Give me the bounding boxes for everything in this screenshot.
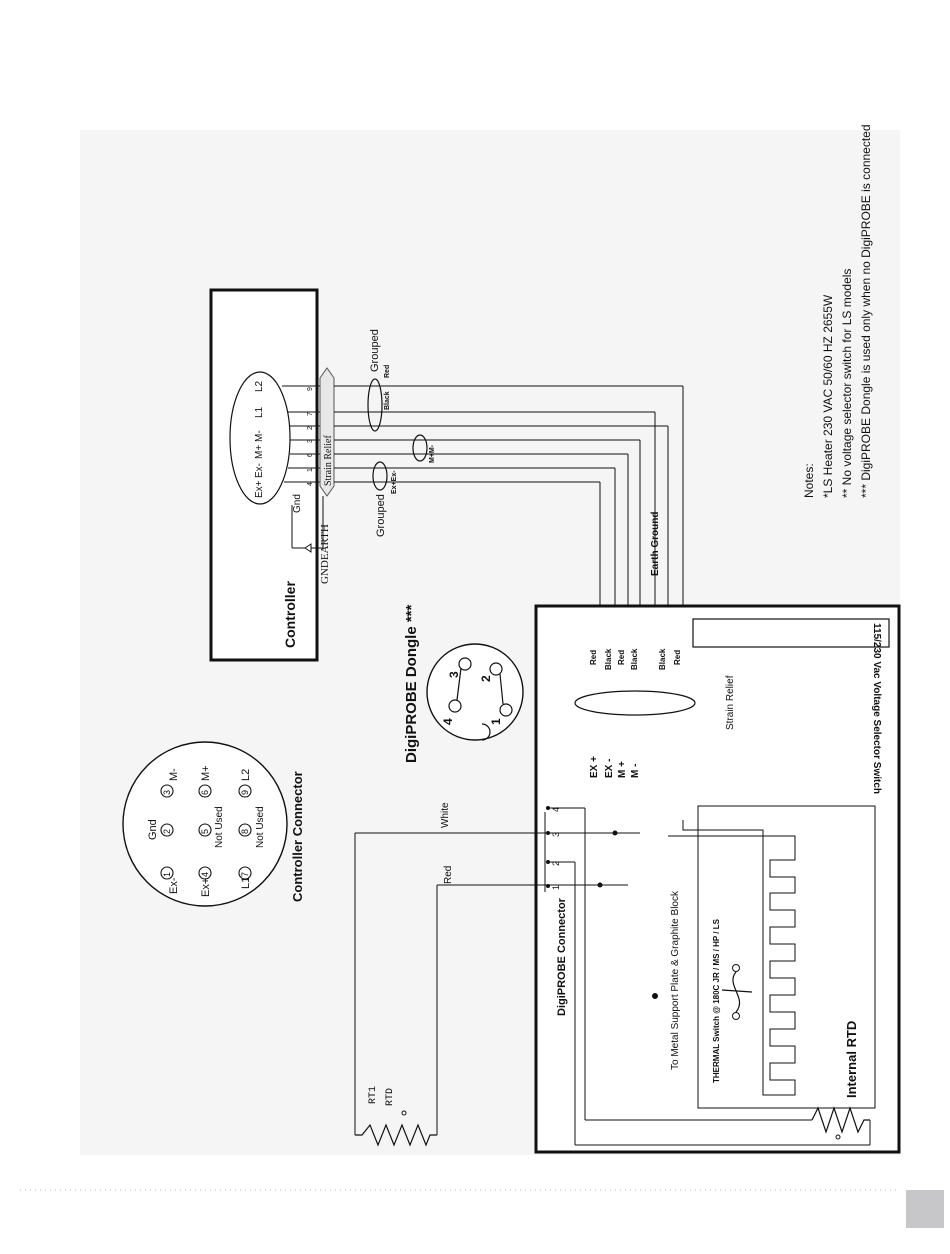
wire-color-label: Red — [589, 650, 598, 665]
wire-color-label: Black — [630, 648, 639, 670]
wire-color-label: Black — [658, 648, 667, 670]
grouped-top-label: Grouped — [369, 329, 381, 372]
box-strain-relief — [574, 690, 696, 716]
earth-ground-label: Earth Ground — [650, 512, 661, 576]
pin-number: 7 — [307, 412, 314, 416]
gnd-label: Gnd — [292, 494, 303, 513]
controller-strain-relief-label: Strain Relief — [323, 435, 334, 486]
terminal-l1: L1 — [254, 406, 265, 418]
rt1-label: RT1 — [368, 1086, 379, 1104]
connector-pin-label: Not Used — [214, 806, 225, 848]
connector-pin-label: L1 — [240, 877, 252, 889]
notes-title: Notes: — [802, 463, 816, 498]
digiprobe-pin: 1 — [551, 885, 561, 890]
box-wires — [354, 807, 871, 1146]
signal-label: M - — [630, 764, 641, 778]
connector-pin-label: M- — [168, 768, 180, 781]
m-pair-label: M+M- — [429, 444, 436, 463]
heater-element — [668, 820, 796, 1096]
dongle-title: DigiPROBE Dongle *** — [403, 604, 420, 763]
pin-number: 1 — [307, 468, 314, 472]
thermal-switch — [732, 971, 741, 1013]
voltage-selector-label: 115/230 Vac Voltage Selector Switch — [871, 623, 882, 794]
footer-page-tab — [906, 1190, 944, 1228]
notes-line-1: *LS Heater 230 VAC 50/60 HZ 2655W — [821, 294, 835, 498]
controller-title: Controller — [282, 581, 298, 648]
dongle-pin: 2 — [479, 675, 493, 682]
connector-pin-number: 2 — [162, 829, 172, 834]
ground-symbol — [304, 543, 312, 553]
terminal-ex-plus: Ex+ — [254, 480, 265, 498]
dongle-pin: 4 — [441, 718, 455, 725]
connector-pin-number: 8 — [240, 829, 250, 834]
connector-pin-number: 6 — [200, 790, 210, 795]
grouped-bottom-label: Grouped — [375, 494, 387, 537]
controller-terminal-block — [229, 371, 291, 505]
ex-pair-label: Ex+Ex- — [391, 470, 398, 494]
red-label: Red — [384, 365, 391, 378]
internal-rtd-resistor — [811, 1106, 870, 1134]
controller-connector-title: Controller Connector — [290, 771, 305, 902]
wire-color-label: Red — [617, 650, 626, 665]
white-wire-label: White — [440, 802, 451, 828]
grouped-loop-ex — [372, 461, 388, 491]
connector-pin-number: 5 — [200, 829, 210, 834]
wire-color-label: Red — [673, 650, 682, 665]
connector-pin-label: M+ — [200, 765, 212, 781]
internal-rtd-enclosure — [697, 805, 876, 1109]
internal-rtd-label: Internal RTD — [844, 1021, 859, 1098]
terminal-m-minus: M- — [254, 430, 265, 442]
connector-pin-number: 1 — [162, 872, 172, 877]
pin-number: 6 — [307, 453, 314, 457]
support-plate-label: To Metal Support Plate & Graphite Block — [670, 890, 681, 1070]
signal-label: M + — [617, 761, 628, 778]
connector-pin-label: Ex- — [168, 877, 180, 894]
controller-strain-relief — [319, 367, 335, 497]
pin-number: 3 — [307, 439, 314, 443]
grouped-loop-power — [367, 378, 383, 432]
connector-pin-number: 4 — [200, 872, 210, 877]
terminal-ex-minus: Ex- — [254, 463, 265, 478]
dongle-pin: 1 — [489, 718, 503, 725]
thermal-switch-label: THERMAL Switch @ 180C JR / MS / HP / LS — [712, 918, 721, 1083]
pin-number: 9 — [307, 387, 314, 391]
connector-pin-number: 7 — [240, 872, 250, 877]
terminal-m-plus: M+ — [254, 445, 265, 459]
digiprobe-pin: 2 — [551, 861, 561, 866]
wire-color-label: Black — [604, 648, 613, 670]
pin-number: 2 — [307, 426, 314, 430]
box-strain-relief-label: Strain Relief — [725, 675, 736, 730]
connector-pin-number: 3 — [162, 790, 172, 795]
notes-line-2: ** No voltage selector switch for LS mod… — [840, 269, 854, 498]
dongle-connector — [426, 643, 524, 741]
digiprobe-pin: 3 — [551, 832, 561, 837]
digiprobe-connector-label: DigiPROBE Connector — [556, 897, 568, 1016]
gnd-earth-label: GNDEARTH — [319, 524, 331, 584]
connector-pin-label: Not Used — [255, 806, 266, 848]
notes-line-3: *** DigiPROBE Dongle is used only when n… — [859, 124, 873, 498]
connector-pin-label: L2 — [240, 769, 252, 781]
signal-label: EX - — [604, 759, 615, 778]
connector-pin-number: 9 — [240, 790, 250, 795]
grouped-loop-m — [412, 434, 428, 462]
external-rtd-resistor — [355, 1123, 437, 1147]
connector-pin-label: Ex+ — [200, 878, 212, 897]
voltage-selector-switch — [692, 618, 890, 648]
connector-pin-label: Gnd — [147, 819, 159, 840]
black-label: Black — [384, 391, 391, 410]
terminal-l2: L2 — [254, 380, 265, 392]
rtd-label: RTD — [385, 1088, 396, 1106]
pin-number: 4 — [307, 482, 314, 486]
digiprobe-pin: 4 — [551, 807, 561, 812]
signal-label: EX + — [589, 756, 600, 778]
red-wire-label: Red — [443, 866, 454, 884]
dongle-pin: 3 — [447, 671, 461, 678]
